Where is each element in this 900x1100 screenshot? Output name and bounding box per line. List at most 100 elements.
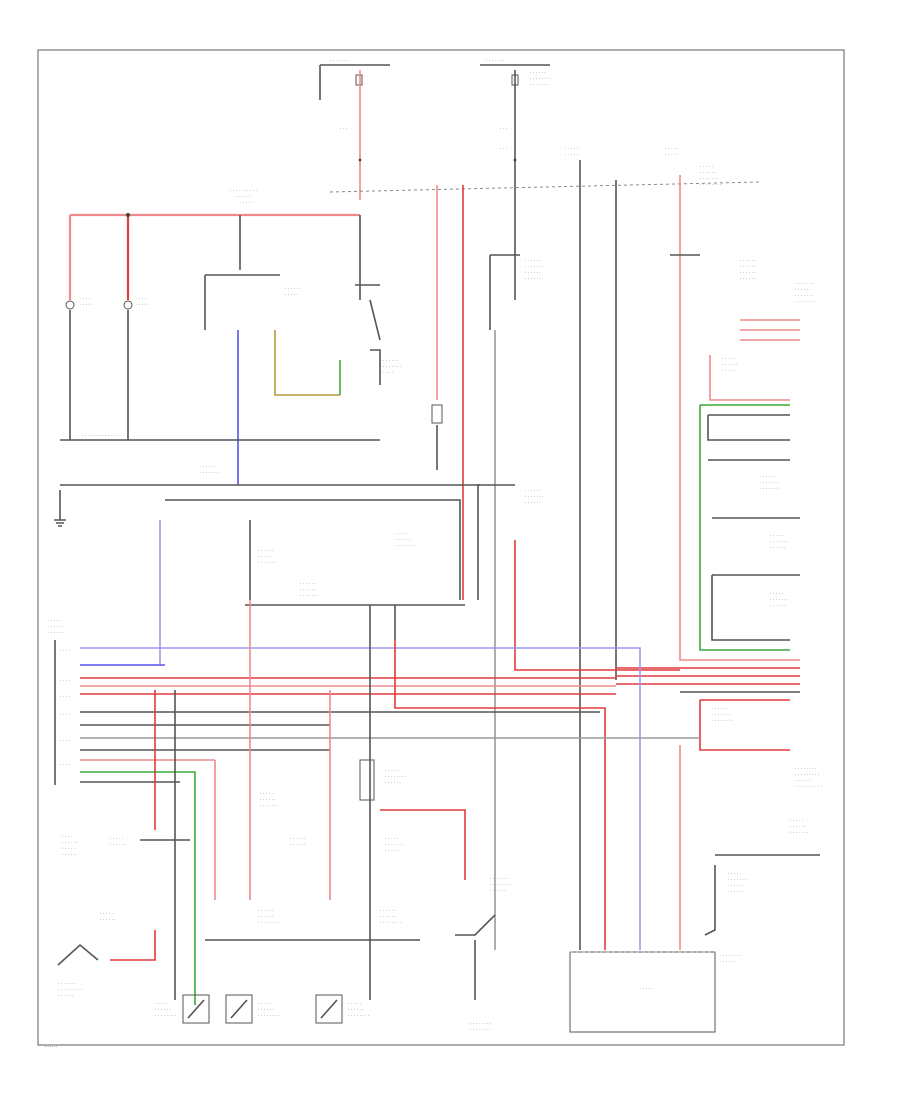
svg-text:· · · · · ·: · · · · · · xyxy=(285,287,301,292)
svg-text:· · · · · ·: · · · · · · xyxy=(770,604,786,609)
svg-text:· · · · · ·: · · · · · · xyxy=(260,798,276,803)
junction-section: · · · · · · · · · · · · · · · · · · · · … xyxy=(455,745,820,1033)
svg-text:· · · · · · · ·: · · · · · · · · xyxy=(258,1014,279,1019)
svg-text:· · · · · ·: · · · · · · xyxy=(530,71,546,76)
svg-text:· · · · · · · ·: · · · · · · · · xyxy=(258,921,279,926)
svg-text:· · · · · ·: · · · · · · xyxy=(200,465,216,470)
interior-light-section: · · · · · · · · · · · · · · · · · · · · … xyxy=(60,185,480,600)
switch-icon xyxy=(455,914,496,936)
svg-text:· · · · · · · ·: · · · · · · · · xyxy=(395,544,416,549)
svg-text:· · · · · · · · · · · · · ·: · · · · · · · · · · · · · · xyxy=(82,434,121,439)
main-harness: · · · · · · · · · · · · · · · · · · · · … xyxy=(48,520,700,1005)
svg-text:· · · · · · ·: · · · · · · · xyxy=(58,982,77,987)
svg-text:· · · · · · ·: · · · · · · · xyxy=(200,471,219,476)
svg-text:· · · · ·: · · · · · xyxy=(790,819,803,824)
svg-text:· · · · ·: · · · · · xyxy=(258,555,271,560)
svg-text:· · ·: · · · xyxy=(500,127,507,132)
svg-text:· · · · · · · ·: · · · · · · · · xyxy=(380,365,401,370)
svg-text:· · · · ·: · · · · · xyxy=(640,987,653,992)
svg-text:· · · ·: · · · · xyxy=(60,763,70,768)
svg-text:· · · · · · ·: · · · · · · · xyxy=(770,540,789,545)
svg-text:· · · · · · ·: · · · · · · · xyxy=(760,481,779,486)
svg-text:· · · · ·: · · · · · xyxy=(110,837,123,842)
svg-text:· · · · · ·: · · · · · · xyxy=(62,841,78,846)
ground-icon xyxy=(54,490,66,527)
svg-text:· · · · · ·: · · · · · · xyxy=(728,884,744,889)
svg-text:· · · · · · · ·: · · · · · · · · xyxy=(700,183,721,188)
svg-text:· · · · · · ·: · · · · · · · xyxy=(728,878,747,883)
svg-text:· · · · ·: · · · · · xyxy=(395,532,408,537)
svg-text:· · · · · · · ·: · · · · · · · · xyxy=(470,1028,491,1033)
svg-text:· · · · ·: · · · · · xyxy=(722,369,735,374)
svg-text:· · · · ·: · · · · · xyxy=(385,837,398,842)
svg-text:· · · · ·: · · · · · xyxy=(62,847,75,852)
svg-text:· · · · · ·: · · · · · · xyxy=(380,909,396,914)
svg-text:· · · · · ·: · · · · · · xyxy=(728,890,744,895)
svg-text:· · · · ·: · · · · · xyxy=(722,357,735,362)
svg-text:· · · ·: · · · · xyxy=(60,695,70,700)
svg-text:· · · · · · ·: · · · · · · · xyxy=(770,598,789,603)
svg-text:· · · · ·: · · · · · xyxy=(565,153,578,158)
svg-text:· · ·: · · · xyxy=(500,147,507,152)
svg-text:· · · · · · ·: · · · · · · · xyxy=(712,713,731,718)
svg-text:· · · · · · ·: · · · · · · · xyxy=(486,59,505,64)
controller-section: · · · · · · · · · · · · · · · · · · · · … xyxy=(165,484,680,671)
svg-text:· · · · · · ·: · · · · · · · xyxy=(700,177,719,182)
svg-text:· · · · · ·: · · · · · · xyxy=(380,915,396,920)
svg-text:· · · · · · ·: · · · · · · · xyxy=(790,831,809,836)
svg-text:· · · · · ·: · · · · · · xyxy=(795,288,811,293)
svg-text:· · · · · · ·: · · · · · · · xyxy=(525,265,544,270)
svg-text:· · · · · · · · · ·: · · · · · · · · · · xyxy=(795,785,822,790)
svg-text:· · · · · · ·: · · · · · · · xyxy=(795,294,814,299)
svg-text:· · · · ·: · · · · · xyxy=(665,147,678,152)
svg-text:· · · · ·: · · · · · xyxy=(770,534,783,539)
svg-text:· · · · · · ·: · · · · · · · xyxy=(795,282,814,287)
fuse-icon xyxy=(355,74,363,86)
bulb-icon xyxy=(123,300,133,310)
svg-text:· · · · · · ·: · · · · · · · xyxy=(380,359,399,364)
svg-text:· · · · · ·: · · · · · · xyxy=(740,277,756,282)
motor-icon xyxy=(315,994,343,1024)
svg-text:· · · · · · · ·: · · · · · · · · xyxy=(155,1014,176,1019)
svg-text:· · · · · ·: · · · · · · xyxy=(258,909,274,914)
svg-text:· · · · · · · ·: · · · · · · · · xyxy=(720,954,741,959)
svg-text:· · · · ·: · · · · · xyxy=(728,872,741,877)
svg-text:· · · ·: · · · · xyxy=(60,713,70,718)
svg-text:· · · · ·: · · · · · xyxy=(665,153,678,158)
svg-text:· · · · · ·: · · · · · · xyxy=(795,779,811,784)
junction-box xyxy=(569,951,716,1033)
motor-icon xyxy=(225,994,253,1024)
svg-text:· · · · · ·: · · · · · · xyxy=(300,582,316,587)
svg-text:· · · · · ·: · · · · · · xyxy=(490,889,506,894)
svg-text:· · · ·: · · · · xyxy=(60,679,70,684)
svg-text:· · · · · ·: · · · · · · xyxy=(58,994,74,999)
svg-text:· · · · · · · · · ·: · · · · · · · · · · xyxy=(230,189,257,194)
svg-text:· · · · · ·: · · · · · · xyxy=(770,546,786,551)
svg-text:· · · · · · · ·: · · · · · · · · xyxy=(348,1014,369,1019)
svg-text:· · · · · ·: · · · · · · xyxy=(290,837,306,842)
svg-text:· · · · ·: · · · · · xyxy=(565,147,578,152)
svg-text:· · · · · ·: · · · · · · xyxy=(48,625,64,630)
diagram-frame xyxy=(37,49,845,1046)
svg-text:· · · · · · · ·: · · · · · · · · xyxy=(712,719,733,724)
svg-text:· · · · · · ·: · · · · · · · xyxy=(260,804,279,809)
svg-text:· · · · · ·: · · · · · · xyxy=(100,918,116,923)
svg-text:· · · · · · · ·: · · · · · · · · xyxy=(795,767,816,772)
svg-text:· · · · · ·: · · · · · · xyxy=(348,1008,364,1013)
svg-text:· · · · · ·: · · · · · · xyxy=(290,843,306,848)
svg-text:· · · · · · ·: · · · · · · · xyxy=(258,561,277,566)
relay-icon xyxy=(359,759,375,801)
svg-text:· · · · · ·: · · · · · · xyxy=(740,271,756,276)
svg-text:· · · · ·: · · · · · xyxy=(770,592,783,597)
relay-section: · · · · · · · · · · · · · · · · · · · · … xyxy=(489,160,822,950)
svg-text:· · · ·: · · · · xyxy=(62,835,72,840)
svg-text:· · · · · · ·: · · · · · · · xyxy=(760,487,779,492)
svg-text:· · · · · ·: · · · · · · xyxy=(155,1008,171,1013)
svg-text:· · · · · · ·: · · · · · · · xyxy=(530,83,549,88)
svg-text:· · · · · · · ·: · · · · · · · · xyxy=(795,300,816,305)
svg-text:· · · · · ·: · · · · · · xyxy=(525,271,541,276)
svg-text:· · · · · ·: · · · · · · xyxy=(300,588,316,593)
svg-text:· · · · ·: · · · · · xyxy=(348,1002,361,1007)
svg-text:· · · · · · · ·: · · · · · · · · xyxy=(380,921,401,926)
